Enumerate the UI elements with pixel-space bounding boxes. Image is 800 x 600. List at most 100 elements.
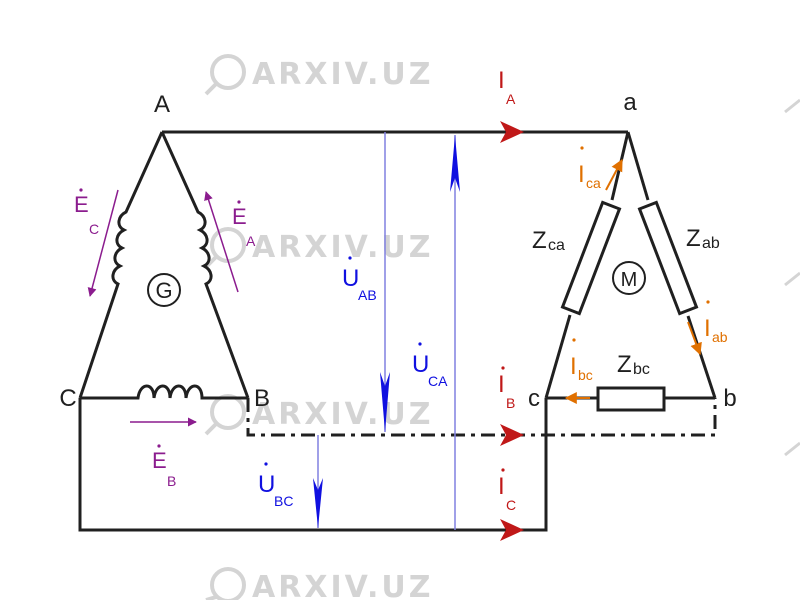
emf-b-label: E B — [152, 444, 176, 489]
current-ib-arrow — [500, 424, 524, 446]
watermark-4: ARXIV.UZ — [205, 567, 433, 600]
svg-text:I: I — [578, 161, 585, 188]
svg-text:ca: ca — [586, 175, 601, 191]
svg-text:ab: ab — [702, 235, 720, 252]
svg-text:I: I — [498, 67, 505, 94]
svg-text:I: I — [498, 371, 505, 398]
svg-text:A: A — [246, 233, 256, 249]
line-b-wire — [246, 398, 717, 437]
generator-label: G — [155, 278, 172, 303]
svg-text:AB: AB — [358, 287, 377, 303]
voltage-ubc-label: U BC — [258, 462, 293, 509]
line-c-wire — [78, 398, 548, 532]
emf-labels: E C E A E B — [74, 188, 256, 489]
zab-label: Z ab — [686, 225, 720, 252]
phase-current-arrows — [564, 158, 702, 404]
generator-bottom-winding — [80, 384, 248, 400]
zbc-resistor — [596, 386, 666, 412]
phase-current-iab-label: I ab — [704, 300, 728, 345]
svg-text:U: U — [342, 265, 359, 292]
svg-text:bc: bc — [578, 367, 593, 383]
svg-text:I: I — [570, 353, 577, 380]
motor-right-lead-top — [626, 131, 650, 201]
watermark-text: ARXIV.UZ — [252, 397, 433, 432]
watermark-1: ARXIV.UZ — [204, 54, 433, 96]
zab-resistor — [637, 200, 699, 316]
generator-symbol: G — [147, 273, 181, 307]
voltage-uca-arrowhead — [450, 135, 460, 192]
phase-current-ibc-label: I bc — [570, 338, 593, 383]
line-current-arrows — [500, 121, 524, 541]
node-label-generator-b: B — [254, 385, 270, 412]
zca-label: Z ca — [532, 227, 565, 254]
voltage-uca-label: U CA — [412, 342, 448, 389]
phase-current-labels: I ca I ab I bc — [570, 146, 728, 383]
watermark-text: ARXIV.UZ — [252, 57, 433, 92]
svg-text:A: A — [506, 91, 516, 107]
motor-right-lead-bottom — [686, 315, 717, 399]
node-label-generator-a: A — [154, 91, 170, 118]
svg-text:U: U — [258, 471, 275, 498]
svg-text:ab: ab — [712, 329, 728, 345]
generator-delta — [78, 131, 250, 400]
zbc-label: Z bc — [617, 351, 650, 378]
current-ia-label: I A — [498, 67, 516, 107]
svg-text:C: C — [506, 497, 516, 513]
svg-text:B: B — [506, 395, 515, 411]
node-label-motor-c: c — [528, 385, 540, 412]
svg-text:bc: bc — [633, 361, 650, 378]
motor-label: M — [621, 269, 638, 291]
watermark-2: ARXIV.UZ — [204, 227, 433, 269]
svg-text:U: U — [412, 351, 429, 378]
voltage-ubc-arrowhead — [313, 478, 323, 528]
phase-current-iab-arrow — [687, 321, 702, 356]
watermark-group: ARXIV.UZ ARXIV.UZ ARXIV.UZ ARXIV.UZ — [204, 54, 800, 600]
current-ia-arrow — [500, 121, 524, 143]
watermark-text: ARXIV.UZ — [252, 570, 433, 600]
emf-c-arrow — [87, 189, 119, 297]
generator-left-winding — [78, 131, 164, 399]
emf-a-arrow — [204, 191, 239, 293]
motor-delta — [544, 131, 717, 412]
motor-left-lead-top — [610, 131, 630, 201]
emf-c-label: E C — [74, 188, 99, 237]
zca-resistor — [560, 200, 622, 316]
node-label-motor-b: b — [723, 385, 736, 412]
voltage-uab-label: U AB — [342, 256, 377, 303]
node-labels: A C B a c b — [59, 89, 736, 412]
emf-arrows — [87, 189, 239, 427]
svg-text:CA: CA — [428, 373, 448, 389]
voltage-labels: U AB U CA U BC — [258, 256, 448, 509]
svg-text:E: E — [232, 204, 247, 229]
svg-text:Z: Z — [686, 225, 701, 252]
svg-text:Z: Z — [532, 227, 547, 254]
svg-text:ca: ca — [548, 237, 565, 254]
watermark-edge-marks — [784, 98, 800, 457]
emf-a-label: E A — [232, 200, 256, 249]
phase-current-ica-arrow — [605, 158, 623, 191]
svg-text:BC: BC — [274, 493, 293, 509]
motor-symbol: M — [612, 261, 646, 295]
voltage-arrows — [313, 132, 460, 530]
watermark-3: ARXIV.UZ — [204, 394, 433, 436]
current-ic-arrow — [500, 519, 524, 541]
impedance-labels: Z ca Z ab Z bc — [532, 225, 720, 378]
line-current-labels: I A I B I C — [498, 67, 516, 513]
motor-left-lead-bottom — [544, 314, 572, 399]
voltage-uab-arrowhead — [380, 372, 390, 432]
watermark-text: ARXIV.UZ — [252, 230, 433, 265]
svg-text:I: I — [704, 315, 711, 342]
svg-text:E: E — [74, 192, 89, 217]
svg-text:I: I — [498, 473, 505, 500]
svg-text:B: B — [167, 473, 176, 489]
svg-text:C: C — [89, 221, 99, 237]
current-ic-label: I C — [498, 468, 516, 513]
generator-right-winding — [160, 131, 250, 399]
current-ib-label: I B — [498, 366, 515, 411]
node-label-motor-a: a — [623, 89, 637, 116]
svg-text:Z: Z — [617, 351, 632, 378]
phase-current-ica-label: I ca — [578, 146, 601, 191]
svg-text:E: E — [152, 448, 167, 473]
